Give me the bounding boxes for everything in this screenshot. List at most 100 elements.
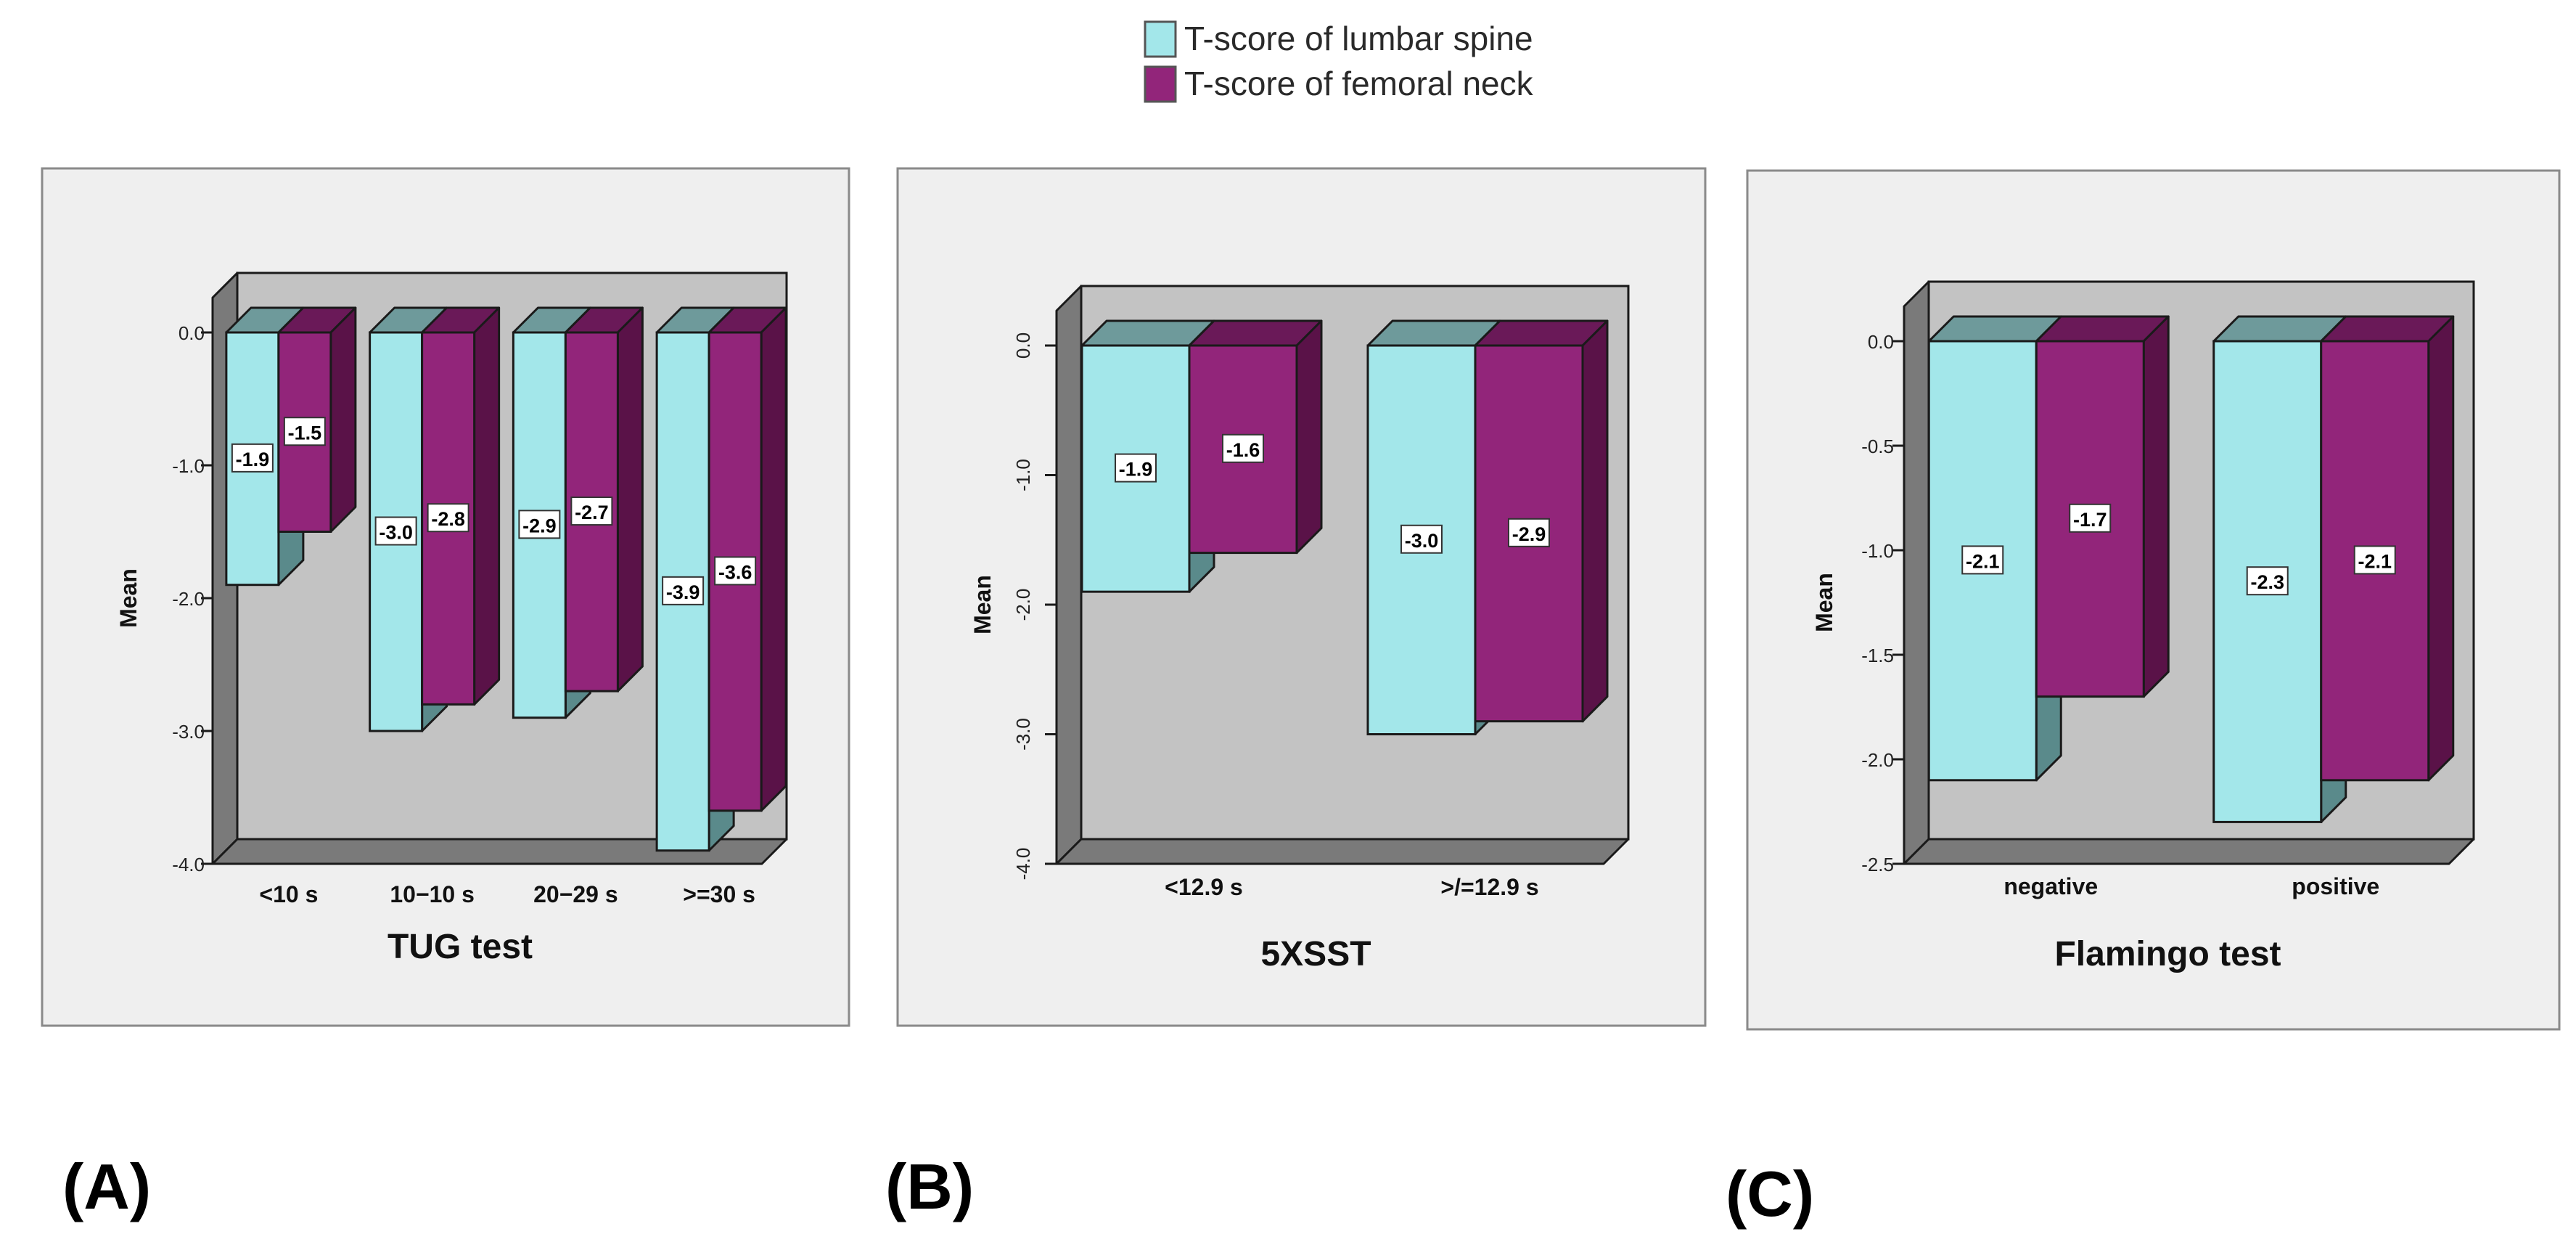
data-label-box (1508, 518, 1550, 547)
data-label: -3.0 (1400, 524, 1443, 554)
x-tick-label: >=30 s (683, 881, 755, 907)
data-label-text: -2.9 (1512, 523, 1546, 545)
data-label: -3.9 (662, 576, 705, 605)
data-label-box (427, 503, 469, 533)
y-tick-label: -3.0 (1012, 718, 1034, 751)
bar-front-face (1188, 344, 1298, 555)
bar-side-face (473, 306, 501, 706)
data-label-box (1222, 433, 1264, 463)
y-tick-label: -2.0 (1861, 749, 1894, 771)
chart-panel: 0.0 -0.5 -1.0 -1.5 -2.0 -2.5 Mean negative posit… (1746, 169, 2561, 1031)
data-label-text: -3.0 (379, 522, 413, 544)
data-label: -2.7 (570, 497, 613, 526)
legend-swatch (1144, 65, 1177, 103)
data-label-text: -1.9 (1119, 459, 1153, 481)
x-tick-label: positive (2292, 873, 2379, 899)
y-tick-label: -1.0 (172, 455, 205, 477)
plot-floor (1055, 838, 1630, 865)
panel-label: (A) (62, 1151, 151, 1222)
data-label-box (231, 443, 274, 473)
data-label-text: -3.6 (718, 561, 752, 583)
y-tick-label: -0.5 (1861, 436, 1894, 457)
chart-panel: 0.0 -1.0 -2.0 -3.0 -4.0 Mean <10 s 10−10 s 20−29… (41, 167, 850, 1027)
data-label-text: -1.5 (288, 422, 322, 444)
data-label-text: -2.1 (2358, 550, 2392, 572)
data-label-box (1115, 453, 1157, 483)
y-tick-label: 0.0 (179, 322, 205, 344)
bar-femoral-neck (1188, 319, 1323, 555)
x-tick-label: negative (2003, 873, 2098, 899)
y-axis-label: Mean (969, 575, 996, 634)
y-tick-label: 0.0 (1012, 332, 1034, 359)
data-label: -2.1 (1961, 545, 2004, 575)
bar-side-face (1295, 319, 1323, 555)
plot-left-wall (1055, 285, 1083, 865)
data-label: -1.9 (231, 443, 274, 473)
data-label: -1.5 (283, 417, 326, 446)
plot-left-wall (1903, 280, 1930, 865)
data-label: -2.9 (518, 510, 561, 539)
y-tick-label: -4.0 (172, 854, 205, 875)
bar-side-face (2427, 315, 2455, 782)
data-label-box (2246, 566, 2289, 596)
x-tick-label: <12.9 s (1165, 874, 1243, 900)
y-tick-label: 0.0 (1868, 331, 1894, 353)
data-label-box (2353, 545, 2396, 575)
data-label-box (374, 516, 417, 546)
data-label-box (570, 497, 613, 526)
data-label-box (1400, 524, 1443, 554)
x-tick-label: 10−10 s (390, 881, 475, 907)
x-tick-label: <10 s (259, 881, 318, 907)
plot-floor (1903, 838, 2475, 865)
x-axis-title: Flamingo test (2054, 935, 2281, 973)
legend-label: T-score of femoral neck (1184, 65, 1534, 102)
y-tick-label: -2.0 (172, 588, 205, 610)
y-tick-label: -2.0 (1012, 589, 1034, 621)
data-label: -2.3 (2246, 566, 2289, 596)
data-label-text: -1.6 (1226, 439, 1260, 461)
data-label: -2.9 (1508, 518, 1550, 547)
data-label: -3.6 (714, 556, 757, 586)
y-tick-label: -1.0 (1012, 459, 1034, 491)
data-label-text: -2.9 (522, 515, 557, 536)
data-label: -1.9 (1115, 453, 1157, 483)
data-label-box (283, 417, 326, 446)
bar-side-face (329, 306, 357, 533)
y-axis-label: Mean (1811, 573, 1837, 632)
x-axis-title: TUG test (387, 928, 533, 966)
data-label-text: -2.8 (431, 508, 465, 530)
bar-side-face (616, 306, 644, 693)
y-tick-label: -1.5 (1861, 645, 1894, 666)
data-label-text: -2.1 (1966, 550, 2000, 572)
data-label-box (518, 510, 561, 539)
data-label: -2.8 (427, 503, 469, 533)
data-label-text: -2.7 (575, 502, 609, 523)
data-label-text: -1.9 (236, 449, 270, 470)
data-label-text: -1.7 (2073, 509, 2107, 531)
y-axis-label: Mean (115, 568, 141, 628)
bar-side-face (2142, 315, 2170, 698)
data-label-box (2069, 503, 2112, 533)
data-label: -1.7 (2069, 503, 2112, 533)
x-tick-label: >/=12.9 s (1440, 874, 1538, 900)
data-label-box (1961, 545, 2004, 575)
y-tick-label: -3.0 (172, 721, 205, 743)
panel-label: (C) (1726, 1158, 1814, 1230)
bar-side-face (1581, 319, 1609, 723)
data-label: -3.0 (374, 516, 417, 546)
data-label-box (714, 556, 757, 586)
y-tick-label: -4.0 (1012, 848, 1034, 881)
chart-panel: 0.0 -1.0 -2.0 -3.0 -4.0 Mean <12.9 s >/=12.9 s -… (896, 167, 1707, 1027)
bar-femoral-neck (2035, 315, 2170, 698)
plot-floor (211, 838, 788, 865)
y-tick-label: -1.0 (1861, 540, 1894, 562)
data-label: -2.1 (2353, 545, 2396, 575)
panel-label: (B) (885, 1151, 974, 1222)
data-label-text: -3.9 (666, 581, 700, 603)
y-tick-label: -2.5 (1861, 854, 1894, 875)
x-tick-label: 20−29 s (533, 881, 618, 907)
legend-label: T-score of lumbar spine (1184, 20, 1533, 57)
legend-swatch (1144, 20, 1177, 58)
